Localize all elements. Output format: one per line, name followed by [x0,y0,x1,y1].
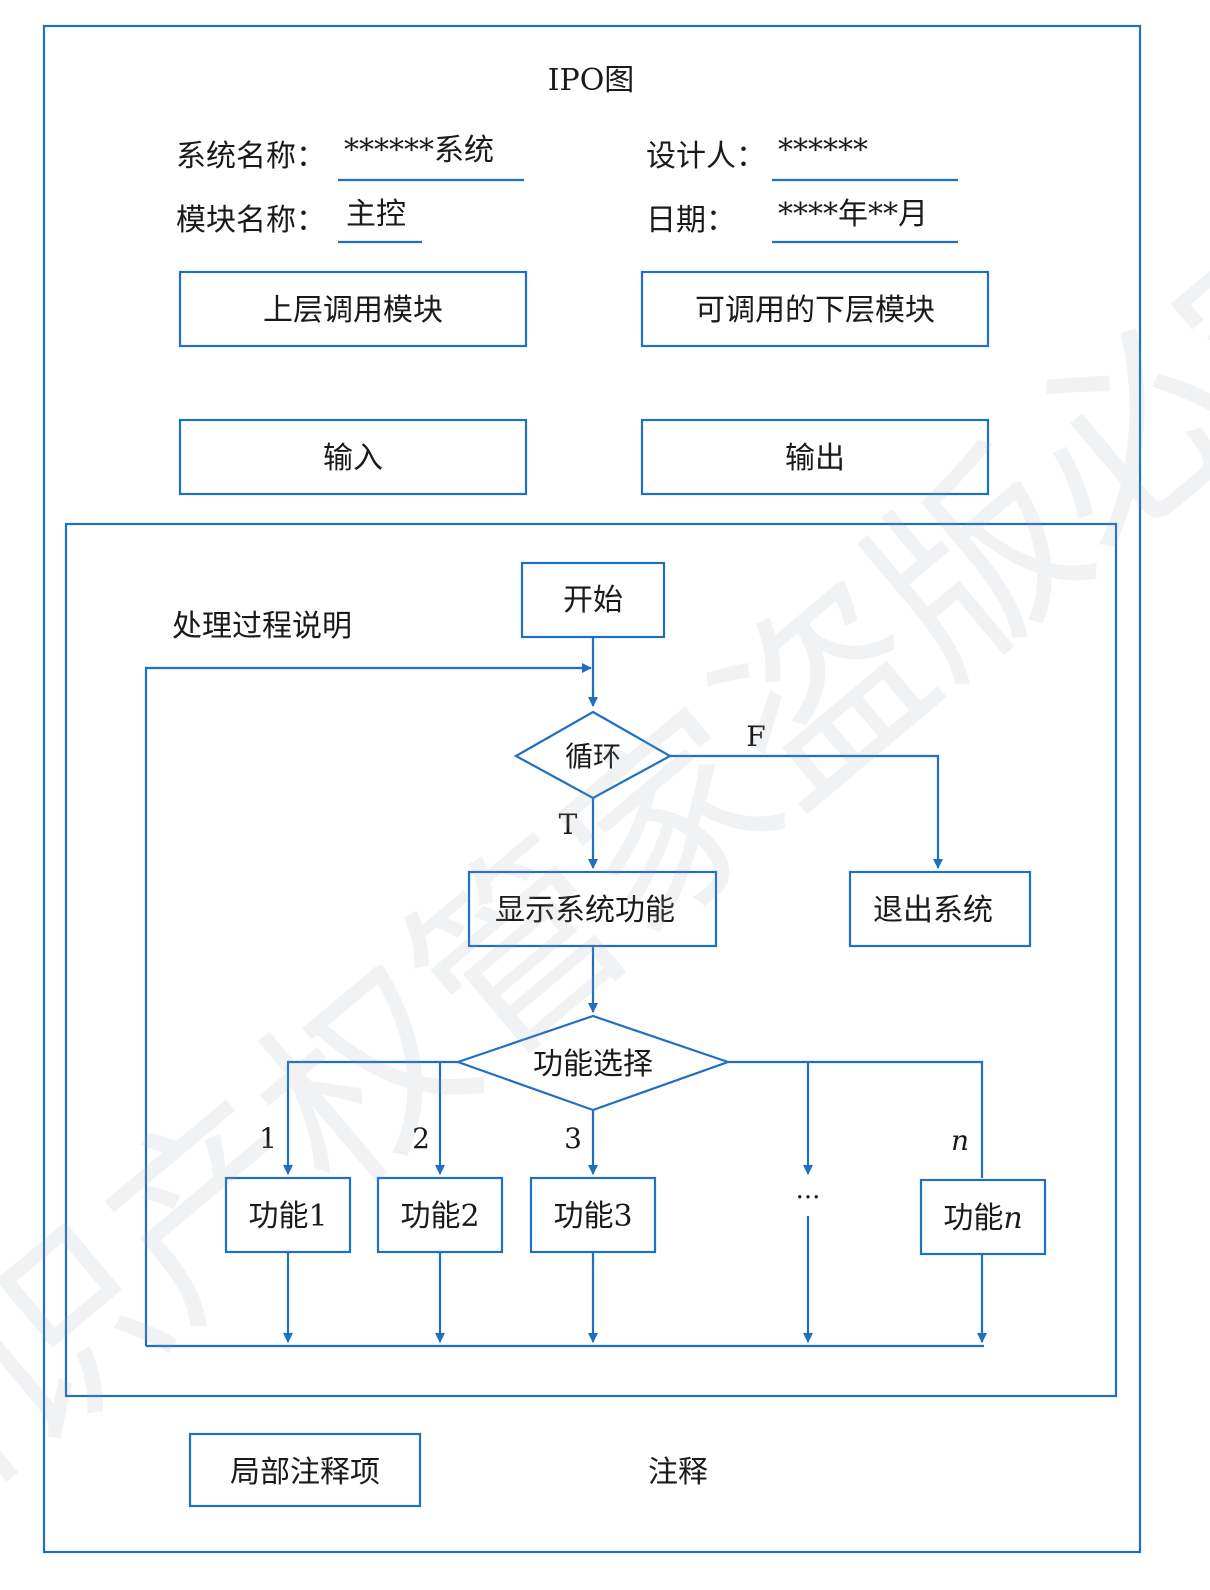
input-box [178,418,528,496]
branch-label-2: 2 [412,1122,430,1155]
function-2-node [376,1176,504,1254]
exit-system-label: 退出系统 [873,893,993,928]
output-label: 输出 [785,441,845,476]
module-name-value: 主控 [346,197,406,232]
function-n-label: 功能n [943,1201,1022,1236]
function-ellipsis: ··· [796,1183,821,1213]
branch-label-3: 3 [564,1122,582,1155]
system-name-label: 系统名称： [176,139,326,174]
function-n-node [919,1178,1047,1256]
function-2-label: 功能2 [400,1199,479,1234]
exit-system-node [848,870,1032,948]
false-label: F [746,720,765,753]
function-select-label: 功能选择 [533,1047,653,1082]
loop-label: 循环 [565,740,621,773]
true-label: T [559,808,578,841]
loop-decision [513,710,673,800]
branch-1-arrow [283,1060,458,1175]
function-n-suffix: n [1003,1201,1022,1236]
function-n-prefix: 功能 [943,1201,1003,1236]
lower-module-box [640,270,990,348]
show-functions-label: 显示系统功能 [495,893,675,928]
loop-false-arrow [670,754,943,869]
start-node [520,561,666,639]
branch-label-1: 1 [259,1122,277,1155]
local-comments-box [188,1432,422,1508]
lower-module-label: 可调用的下层模块 [695,293,935,328]
function-3-label: 功能3 [553,1199,632,1234]
upper-module-label: 上层调用模块 [263,293,443,328]
designer-value: ****** [778,133,868,168]
branch-label-n: n [951,1124,969,1157]
function-1-node [224,1176,352,1254]
branch-right-line [728,1060,984,1178]
function-select-decision [454,1014,732,1112]
page-title: IPO图 [548,63,635,98]
output-box [640,418,990,496]
show-functions-node [467,870,718,948]
designer-label: 设计人： [646,139,766,174]
process-label: 处理过程说明 [172,609,352,644]
function-1-label: 功能1 [248,1199,327,1234]
loop-back-arrow [144,663,592,1346]
system-name-value: ******系统 [344,133,494,168]
date-label: 日期： [646,203,736,238]
upper-module-box [178,270,528,348]
start-label: 开始 [563,583,623,618]
module-name-label: 模块名称： [176,203,326,238]
date-value: ****年**月 [778,197,928,232]
function-3-node [529,1176,657,1254]
input-label: 输入 [323,441,383,476]
local-comments-label: 局部注释项 [230,1455,380,1490]
comments-label: 注释 [648,1455,708,1490]
